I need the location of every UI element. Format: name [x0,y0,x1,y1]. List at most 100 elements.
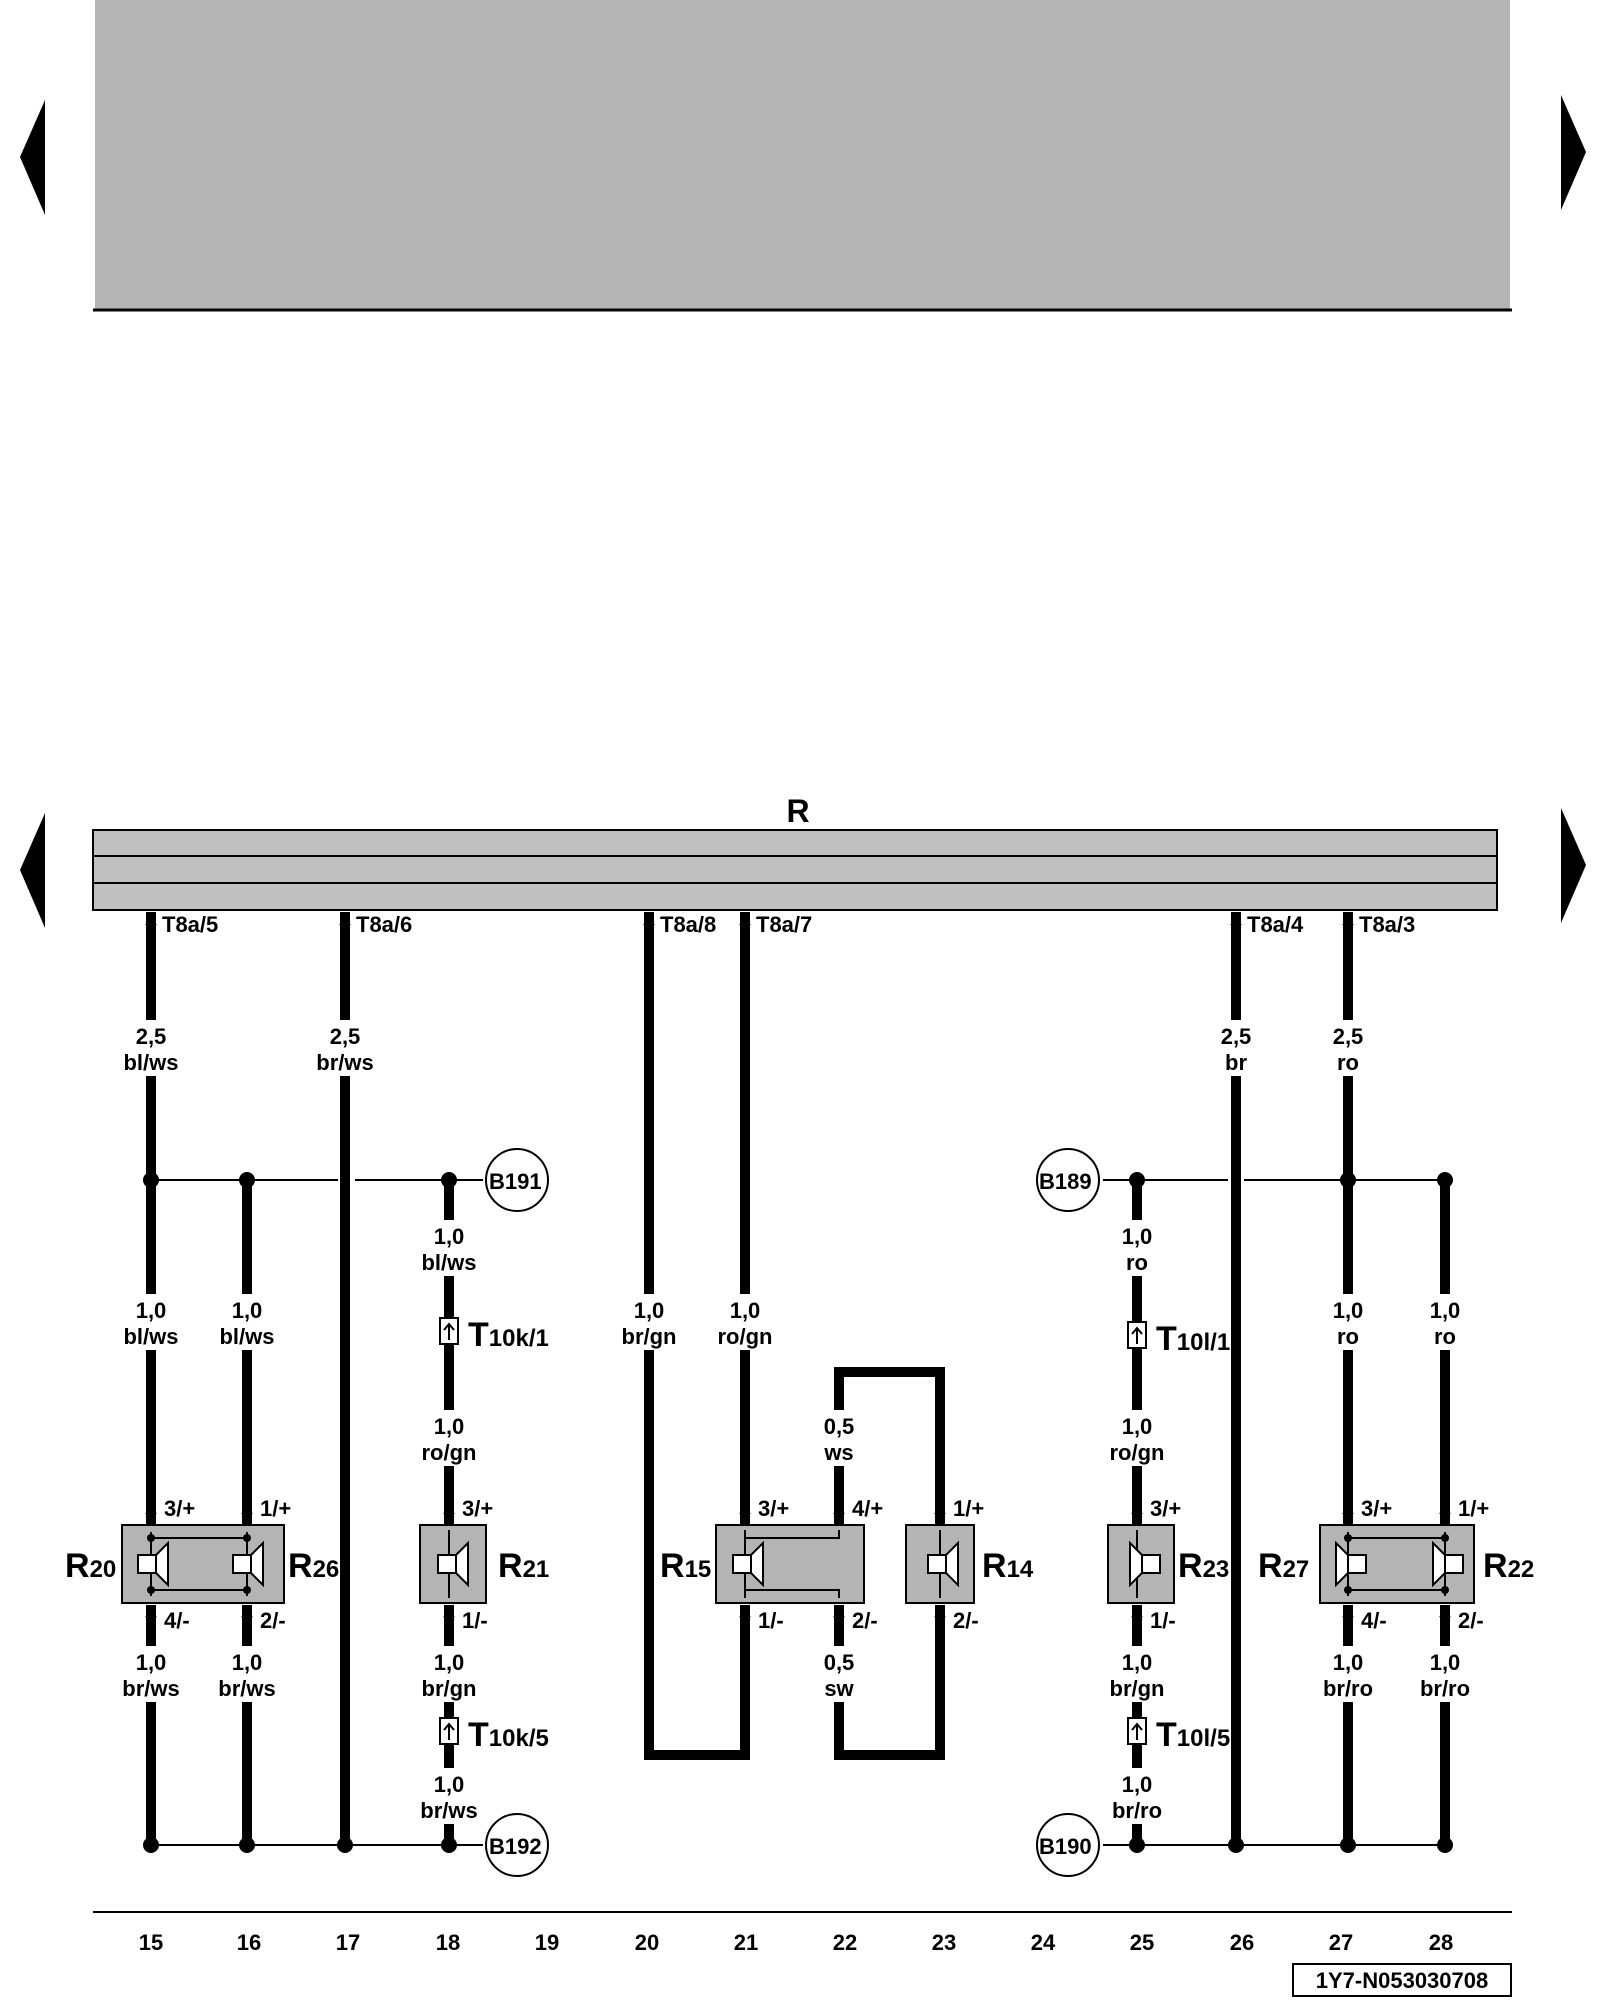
svg-text:R22: R22 [1483,1547,1534,1585]
component-r23: R23 [1107,1524,1229,1604]
svg-text:4/+: 4/+ [852,1496,883,1521]
svg-text:1,0: 1,0 [434,1650,465,1675]
component-r27-r22: R27 R22 [1258,1524,1534,1604]
column-number: 17 [336,1930,360,1955]
svg-text:1,0: 1,0 [1333,1650,1364,1675]
svg-text:3/+: 3/+ [462,1496,493,1521]
svg-text:br: br [1225,1050,1247,1075]
pin-21-top: 3/+ [739,1496,789,1522]
svg-text:br/gn: br/gn [422,1676,477,1701]
svg-text:T8a/3: T8a/3 [1359,912,1415,937]
pin-27-top: 3/+ [1342,1496,1392,1522]
previous-page-arrow-bottom[interactable] [20,813,45,928]
speaker-icon [732,1540,764,1588]
wire-label-15-low: 1,0br/ws [116,1646,186,1702]
column-number: 23 [932,1930,956,1955]
previous-page-arrow-top[interactable] [20,100,45,215]
bus-label: R [786,793,809,829]
document-id: 1Y7-N053030708 [1292,1963,1512,1997]
svg-text:1,0: 1,0 [1122,1224,1153,1249]
svg-text:br/ws: br/ws [218,1676,275,1701]
svg-text:T10k/5: T10k/5 [468,1716,549,1754]
wire-label-26-top: 2,5br [1206,1020,1266,1076]
svg-text:1/+: 1/+ [1458,1496,1489,1521]
svg-text:1,0: 1,0 [232,1298,263,1323]
svg-text:1,0: 1,0 [136,1298,167,1323]
svg-text:T8a/7: T8a/7 [756,912,812,937]
svg-text:T8a/5: T8a/5 [162,912,218,937]
pin-25-bot: 1/- [1131,1606,1176,1633]
svg-text:ro/gn: ro/gn [718,1324,773,1349]
svg-text:B192: B192 [489,1834,542,1859]
speaker-icon [1432,1540,1464,1588]
svg-text:B191: B191 [489,1169,542,1194]
svg-text:T8a/6: T8a/6 [356,912,412,937]
pin-16-top: 1/+ [241,1496,291,1522]
component-r20-r26: R20 R26 [65,1524,339,1604]
column-number: 15 [139,1930,163,1955]
pin-18-top: 3/+ [443,1496,493,1522]
connector-t8a-8: T8a/8 [643,912,716,937]
wire-label-16-low: 1,0br/ws [212,1646,282,1702]
wire-label-18-bot: 1,0br/ws [414,1768,484,1824]
next-page-arrow-top[interactable] [1561,95,1586,210]
svg-text:R26: R26 [288,1547,339,1585]
pin-22-bot: 2/- [833,1606,878,1633]
wire-label-25-bot: 1,0br/ro [1102,1768,1172,1824]
component-r21: R21 [419,1524,549,1604]
svg-text:1,0: 1,0 [1333,1298,1364,1323]
svg-text:1,0: 1,0 [434,1772,465,1797]
svg-text:R15: R15 [660,1547,711,1585]
connector-t8a-5: T8a/5 [145,912,218,937]
connector-t8a-3: T8a/3 [1342,912,1415,937]
pin-15-bot: 4/- [145,1606,190,1633]
component-r15: R15 [660,1524,865,1604]
pin-25-top: 3/+ [1131,1496,1181,1522]
svg-text:1,0: 1,0 [1430,1650,1461,1675]
svg-text:ro/gn: ro/gn [1110,1440,1165,1465]
svg-text:ro/gn: ro/gn [422,1440,477,1465]
column-number: 24 [1031,1930,1056,1955]
column-number: 28 [1429,1930,1453,1955]
ground-b191: B191 [485,1148,549,1212]
column-number: 25 [1130,1930,1154,1955]
pin-27-bot: 4/- [1342,1606,1387,1633]
connector-t8a-4: T8a/4 [1230,912,1304,937]
svg-text:br/gn: br/gn [622,1324,677,1349]
svg-text:R14: R14 [982,1547,1034,1585]
svg-text:2/-: 2/- [953,1608,979,1633]
svg-text:1/-: 1/- [758,1608,784,1633]
inline-connector-t10k-5: T10k/5 [439,1716,549,1754]
svg-text:bl/ws: bl/ws [123,1324,178,1349]
svg-text:3/+: 3/+ [164,1496,195,1521]
svg-text:bl/ws: bl/ws [123,1050,178,1075]
svg-text:3/+: 3/+ [1150,1496,1181,1521]
wire-label-15-mid: 1,0bl/ws [116,1294,186,1350]
wire-label-17-top: 2,5br/ws [310,1020,380,1076]
svg-text:2,5: 2,5 [1333,1024,1364,1049]
connector-t8a-6: T8a/6 [339,912,412,937]
wire-label-21-mid: 1,0ro/gn [710,1294,780,1350]
next-page-arrow-bottom[interactable] [1561,808,1586,923]
svg-text:1,0: 1,0 [434,1414,465,1439]
pin-23-bot: 2/- [934,1606,979,1633]
svg-text:1,0: 1,0 [1430,1298,1461,1323]
wire-label-28-low: 1,0br/ro [1410,1646,1480,1702]
column-number: 18 [436,1930,460,1955]
svg-text:br/ro: br/ro [1323,1676,1373,1701]
svg-text:bl/ws: bl/ws [219,1324,274,1349]
svg-text:2,5: 2,5 [136,1024,167,1049]
wire-label-27-top: 2,5ro [1318,1020,1378,1076]
svg-text:br/ws: br/ws [122,1676,179,1701]
bus-bar [92,829,1498,911]
svg-text:0,5: 0,5 [824,1414,855,1439]
svg-text:ro: ro [1126,1250,1148,1275]
svg-text:ws: ws [823,1440,853,1465]
svg-text:R20: R20 [65,1547,116,1585]
svg-text:3/+: 3/+ [1361,1496,1392,1521]
wire-label-22-low: 0,5sw [809,1646,869,1702]
wire-label-28-mid: 1,0ro [1415,1294,1475,1350]
column-numbers: 15 16 17 18 19 20 21 22 23 24 25 26 27 2… [139,1930,1453,1955]
inline-connector-t10l-1: T10l/1 [1127,1320,1230,1358]
svg-text:1,0: 1,0 [1122,1650,1153,1675]
